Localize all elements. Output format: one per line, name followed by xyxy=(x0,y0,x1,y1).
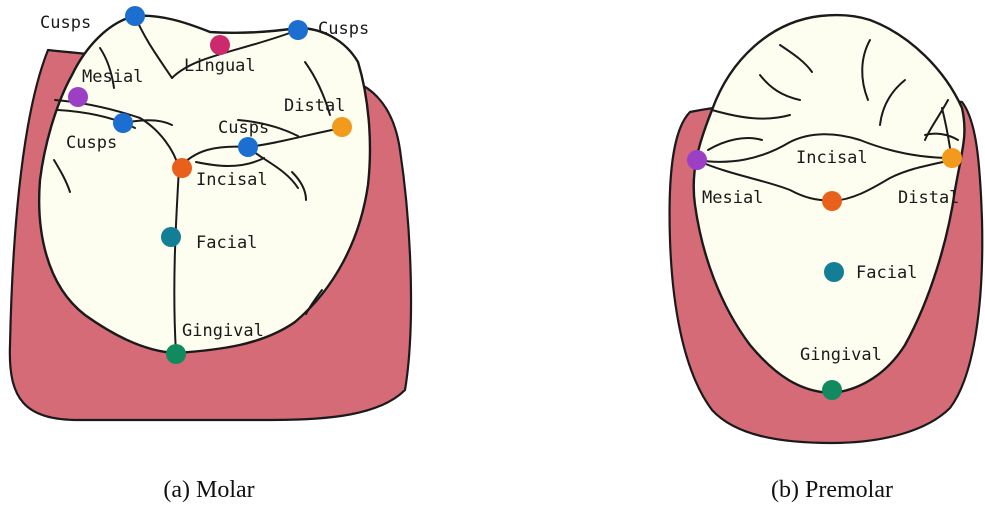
molar-label-incisal: Incisal xyxy=(196,170,268,190)
premolar-distal-dot xyxy=(942,148,962,168)
premolar-incisal-dot xyxy=(822,191,842,211)
molar-gingival-dot xyxy=(166,344,186,364)
molar-distal-dot xyxy=(332,117,352,137)
molar-cusp-dot xyxy=(125,6,145,26)
molar-facial-dot xyxy=(161,227,181,247)
premolar-label-gingival: Gingival xyxy=(800,345,882,365)
premolar-gingival-dot xyxy=(822,380,842,400)
premolar-label-incisal: Incisal xyxy=(796,148,868,168)
molar-incisal-dot xyxy=(172,158,192,178)
molar-cusp-dot xyxy=(238,137,258,157)
molar-label-facial: Facial xyxy=(196,233,257,253)
molar-label-cusps: Cusps xyxy=(66,133,117,153)
premolar-mesial-dot xyxy=(687,150,707,170)
premolar-caption: (b) Premolar xyxy=(771,477,893,503)
molar-label-mesial: Mesial xyxy=(82,67,143,87)
premolar-diagram: Incisal Mesial Distal Facial Gingival (b… xyxy=(670,15,983,503)
molar-mesial-dot xyxy=(68,87,88,107)
premolar-label-distal: Distal xyxy=(898,188,959,208)
molar-label-cusps: Cusps xyxy=(318,19,369,39)
molar-diagram: Cusps Lingual Cusps Mesial Cusps Cusps D… xyxy=(10,6,411,503)
molar-lingual-dot xyxy=(210,35,230,55)
molar-label-cusps: Cusps xyxy=(40,13,91,33)
premolar-label-facial: Facial xyxy=(856,263,917,283)
molar-label-lingual: Lingual xyxy=(184,56,256,76)
premolar-label-mesial: Mesial xyxy=(702,188,763,208)
molar-cusp-dot xyxy=(288,20,308,40)
molar-label-distal: Distal xyxy=(284,96,345,116)
premolar-facial-dot xyxy=(824,262,844,282)
molar-caption: (a) Molar xyxy=(163,477,254,503)
molar-label-gingival: Gingival xyxy=(182,321,264,341)
molar-label-cusps: Cusps xyxy=(218,118,269,138)
molar-cusp-dot xyxy=(113,113,133,133)
